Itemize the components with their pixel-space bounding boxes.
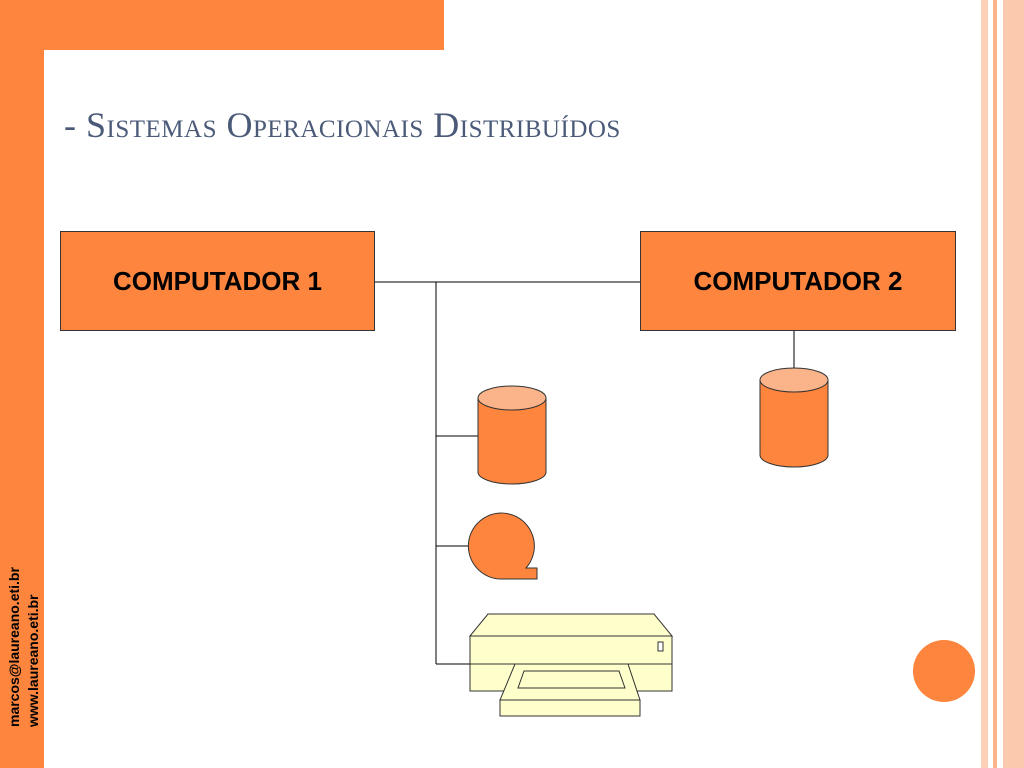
footer-email: marcos@laureano.eti.br — [6, 567, 22, 727]
right-stripe — [981, 0, 988, 768]
database-icon — [759, 367, 829, 468]
slide-title: - Sistemas Operacionais Distribuídos — [64, 105, 621, 145]
computer-2-label: COMPUTADOR 2 — [693, 265, 903, 296]
computer-2-box: COMPUTADOR 2 — [640, 231, 956, 331]
top-accent-bar — [44, 0, 444, 50]
right-stripe — [1003, 0, 1024, 768]
right-stripe — [993, 0, 997, 768]
left-accent-bar — [0, 0, 44, 768]
footer-contact: marcos@laureano.eti.br www.laureano.eti.… — [2, 535, 42, 735]
tape-drive-icon — [467, 512, 538, 580]
database-icon — [477, 385, 547, 485]
footer-website: www.laureano.eti.br — [25, 594, 41, 728]
connector-lines — [375, 281, 795, 665]
printer-icon — [468, 613, 674, 717]
decorative-circle — [913, 640, 975, 702]
computer-1-box: COMPUTADOR 1 — [60, 231, 375, 331]
computer-1-label: COMPUTADOR 1 — [113, 265, 322, 296]
